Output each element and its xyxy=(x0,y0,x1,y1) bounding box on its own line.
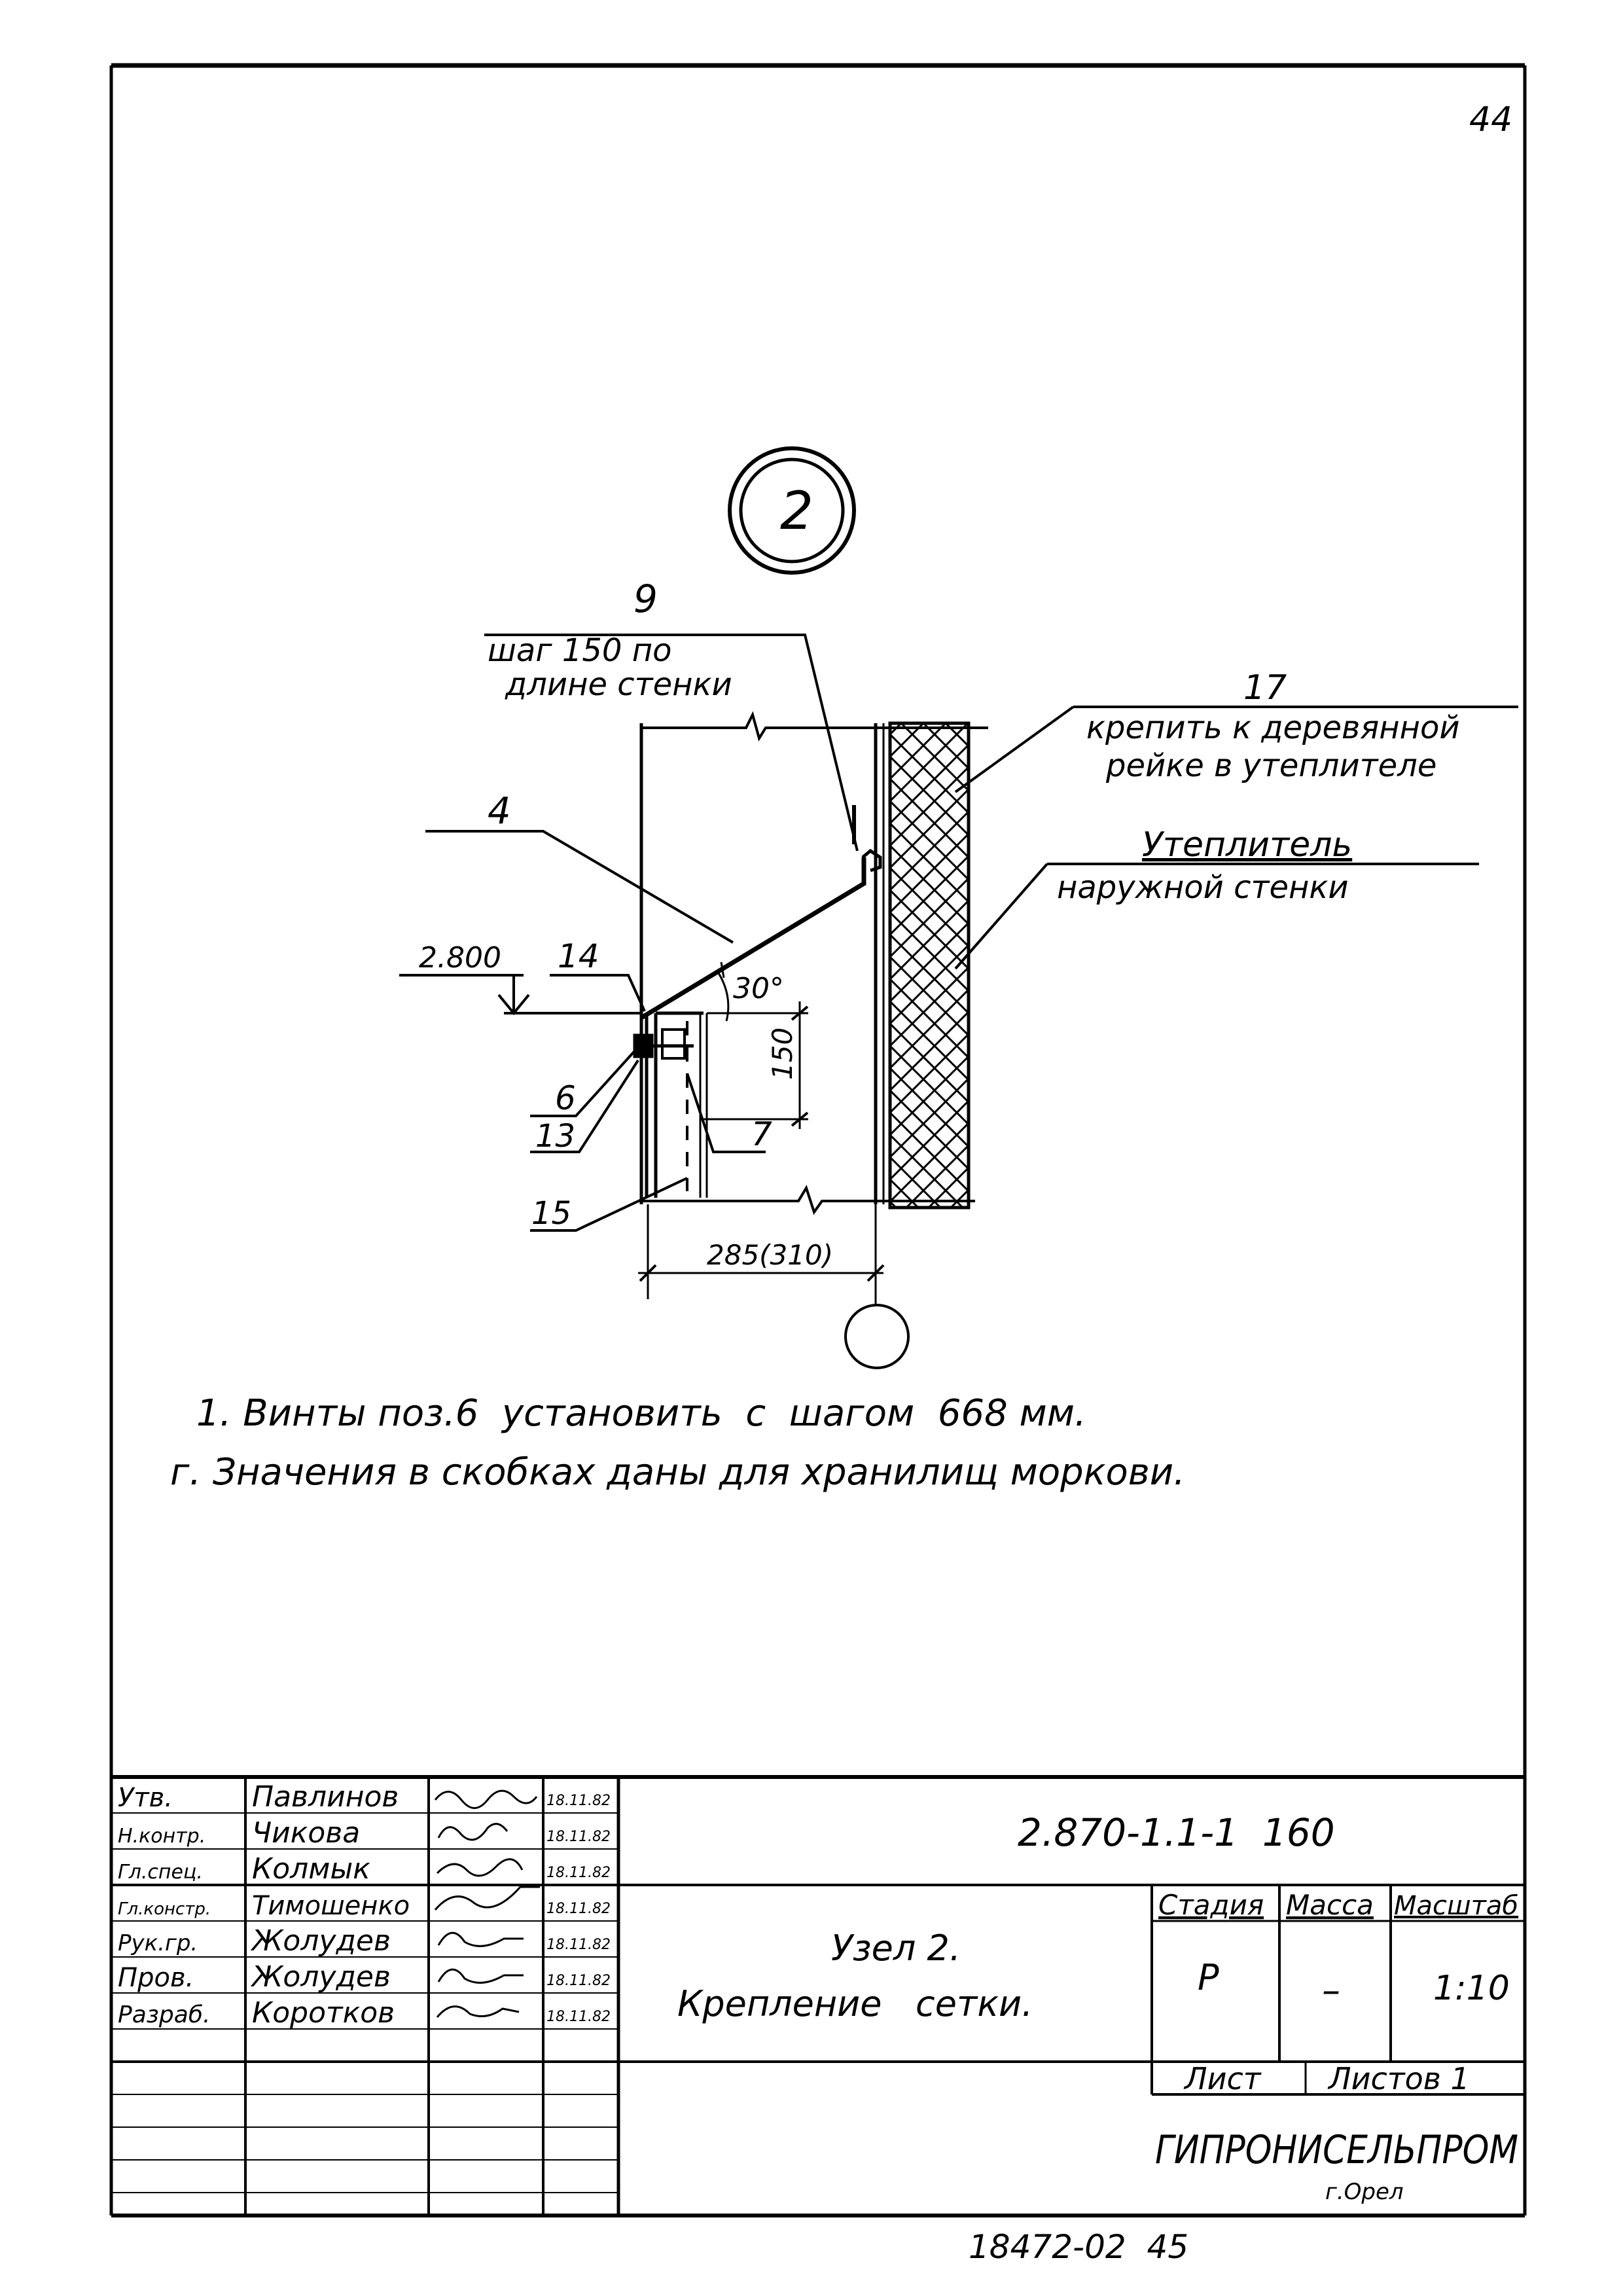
node-title: Узел 2. xyxy=(831,1928,961,1969)
sig-role: Утв. xyxy=(118,1783,173,1813)
sig-name: Жолудев xyxy=(250,1960,391,1994)
sheets-label: Листов 1 xyxy=(1327,2061,1470,2096)
label-insulation-line2: наружной стенки xyxy=(1057,869,1349,906)
label-dim-150: 150 xyxy=(766,1028,798,1080)
node-marker-number: 2 xyxy=(780,480,813,541)
label-fix-line1: крепить к деревянной xyxy=(1086,709,1460,746)
scale-header: Масштаб xyxy=(1394,1891,1518,1921)
label-pos-14: 14 xyxy=(558,937,599,975)
signature-marks xyxy=(434,1789,540,2018)
sig-date: 18.11.82 xyxy=(546,1829,611,1845)
sig-role: Пров. xyxy=(118,1963,194,1993)
organization: ГИПРОНИСЕЛЬПРОМ xyxy=(1155,2127,1518,2173)
sig-date: 18.11.82 xyxy=(546,1901,611,1917)
sig-role: Н.контр. xyxy=(118,1825,205,1848)
label-pos-17: 17 xyxy=(1243,668,1287,708)
axis-bubble xyxy=(844,1304,910,1369)
sig-name: Тимошенко xyxy=(252,1891,410,1921)
sig-date: 18.11.82 xyxy=(546,1973,611,1989)
label-pos-7: 7 xyxy=(751,1115,772,1153)
stage-value: Р xyxy=(1198,1957,1219,1998)
stage-header: Стадия xyxy=(1158,1889,1264,1921)
title-block xyxy=(111,1775,1525,2215)
mass-value: – xyxy=(1322,1969,1340,2012)
sig-role: Рук.гр. xyxy=(118,1930,198,1956)
detail-drawing xyxy=(399,634,1518,1369)
sig-name: Чикова xyxy=(252,1816,360,1850)
label-pos-15: 15 xyxy=(531,1195,571,1232)
label-pos-13: 13 xyxy=(535,1118,575,1155)
sheet-frame xyxy=(109,63,1527,2217)
sig-date: 18.11.82 xyxy=(546,1937,611,1953)
detail-labels: 9 шаг 150 по длине стенки 17 крепить к д… xyxy=(419,577,1460,1271)
sig-date: 18.11.82 xyxy=(546,2009,611,2025)
sig-role: Гл.спец. xyxy=(118,1861,203,1884)
insulation-hatch xyxy=(888,721,971,1210)
sig-date: 18.11.82 xyxy=(546,1865,611,1881)
node-subtitle: Крепление сетки. xyxy=(677,1983,1033,2024)
page-number: 44 xyxy=(1469,100,1512,139)
label-dim-width: 285(310) xyxy=(707,1239,833,1271)
sig-date: 18.11.82 xyxy=(546,1793,611,1809)
label-pos-6: 6 xyxy=(555,1079,576,1117)
notes: 1. Винты поз.6 установить с шагом 668 мм… xyxy=(170,1392,1185,1494)
label-step-line2: длине стенки xyxy=(505,666,732,703)
mass-header: Масса xyxy=(1286,1889,1374,1921)
title-block-fields: 2.870-1.1-1 160 Узел 2. Крепление сетки.… xyxy=(677,1810,1518,2205)
bottom-number: 18472-02 45 xyxy=(969,2228,1188,2266)
label-step-line1: шаг 150 по xyxy=(488,632,671,669)
note-1: 1. Винты поз.6 установить с шагом 668 мм… xyxy=(196,1392,1086,1435)
sig-name: Колмык xyxy=(252,1852,370,1886)
note-2: г. Значения в скобках даны для хранилищ … xyxy=(170,1451,1185,1494)
label-elevation: 2.800 xyxy=(419,941,501,975)
node-marker: 2 xyxy=(728,446,856,575)
sheet-label: Лист xyxy=(1183,2061,1262,2096)
label-pos-4: 4 xyxy=(488,790,511,833)
city: г.Орел xyxy=(1325,2179,1404,2205)
sig-role: Разраб. xyxy=(118,2001,210,2028)
sig-name: Жолудев xyxy=(250,1924,391,1958)
signature-table: Утв. Павлинов 18.11.82 Н.контр. Чикова 1… xyxy=(118,1780,611,2030)
label-angle: 30° xyxy=(733,972,784,1005)
designation: 2.870-1.1-1 160 xyxy=(1018,1810,1335,1855)
label-pos-9: 9 xyxy=(633,577,658,621)
scale-value: 1:10 xyxy=(1433,1969,1510,2008)
sig-role: Гл.констр. xyxy=(118,1899,211,1919)
label-insulation-line1: Утеплитель xyxy=(1142,825,1352,865)
label-fix-line2: рейке в утеплителе xyxy=(1105,747,1436,784)
sig-name: Коротков xyxy=(252,1996,395,2030)
sig-name: Павлинов xyxy=(252,1780,399,1814)
